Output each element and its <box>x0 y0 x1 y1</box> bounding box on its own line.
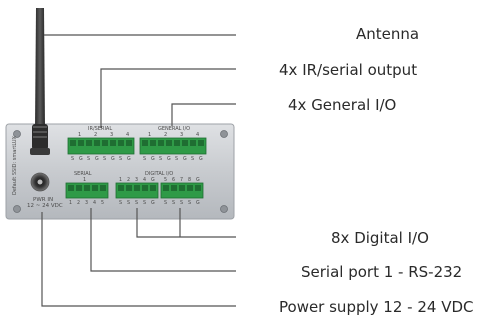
svg-text:S: S <box>119 156 122 162</box>
serial-pin-labels: 1 2 3 4 5 <box>69 200 104 206</box>
svg-text:G: G <box>127 156 131 162</box>
svg-text:S: S <box>135 200 138 206</box>
svg-text:S: S <box>188 200 191 206</box>
ir-serial-number: 1 <box>78 132 81 138</box>
general-io-number: 1 <box>148 132 151 138</box>
svg-text:G: G <box>196 177 200 183</box>
svg-text:2: 2 <box>127 177 130 183</box>
svg-text:G: G <box>183 156 187 162</box>
svg-text:S: S <box>71 156 74 162</box>
svg-text:1: 1 <box>119 177 122 183</box>
svg-text:G: G <box>196 200 200 206</box>
svg-text:S: S <box>175 156 178 162</box>
antenna-callout: Antenna <box>356 25 420 43</box>
svg-text:5: 5 <box>164 177 167 183</box>
svg-text:8: 8 <box>188 177 191 183</box>
ir-serial-header: IR/SERIAL <box>88 126 112 132</box>
serial-header: SERIAL <box>74 171 92 177</box>
svg-text:3: 3 <box>135 177 138 183</box>
ir-serial-leader-line <box>100 68 236 128</box>
svg-text:G: G <box>95 156 99 162</box>
ir-serial-number: 4 <box>126 132 129 138</box>
svg-text:S: S <box>143 200 146 206</box>
power-leader-line <box>41 212 236 307</box>
digital-io-leader-line-a <box>136 208 236 238</box>
general-io-number: 3 <box>180 132 183 138</box>
svg-text:S: S <box>87 156 90 162</box>
general-io-number: 2 <box>164 132 167 138</box>
general-io-pin-labels: S G S G S G S G <box>143 156 203 162</box>
svg-text:S: S <box>119 200 122 206</box>
ir-serial-number: 2 <box>94 132 97 138</box>
svg-text:S: S <box>143 156 146 162</box>
power-label: PWR IN <box>33 197 53 203</box>
svg-text:S: S <box>103 156 106 162</box>
general-io-callout: 4x General I/O <box>288 96 397 114</box>
svg-text:G: G <box>79 156 83 162</box>
ir-pin-labels: S G S G S G S G <box>71 156 131 162</box>
digital-io-terminal-block-a <box>115 182 159 199</box>
svg-text:S: S <box>172 200 175 206</box>
svg-text:G: G <box>167 156 171 162</box>
svg-text:G: G <box>151 200 155 206</box>
serial-terminal-block <box>65 182 109 199</box>
ssid-side-label: Default SSID: smartLUX <box>12 135 18 195</box>
svg-text:3: 3 <box>85 200 88 206</box>
svg-text:4: 4 <box>143 177 146 183</box>
svg-text:S: S <box>191 156 194 162</box>
svg-text:5: 5 <box>101 200 104 206</box>
general-io-terminal-block <box>139 137 207 155</box>
svg-text:S: S <box>180 200 183 206</box>
digital-io-header: DIGITAL I/O <box>145 171 173 177</box>
svg-text:7: 7 <box>180 177 183 183</box>
power-range-label: 12 ~ 24 VDC <box>27 203 63 209</box>
svg-text:S: S <box>159 156 162 162</box>
svg-text:2: 2 <box>77 200 80 206</box>
ir-serial-output-callout: 4x IR/serial output <box>279 61 418 79</box>
svg-text:G: G <box>151 177 155 183</box>
digital-io-numbers: 1 2 3 4 G 5 6 7 8 G <box>119 177 200 183</box>
power-supply-callout: Power supply 12 - 24 VDC <box>279 298 474 316</box>
svg-text:1: 1 <box>69 200 72 206</box>
svg-text:6: 6 <box>172 177 175 183</box>
digital-io-pin-labels: S S S S G S S S S G <box>119 200 200 206</box>
svg-text:G: G <box>199 156 203 162</box>
svg-text:S: S <box>164 200 167 206</box>
serial-port-callout: Serial port 1 - RS-232 <box>301 263 463 281</box>
serial-leader-line <box>90 208 236 272</box>
svg-text:4: 4 <box>93 200 96 206</box>
ir-serial-number: 3 <box>110 132 113 138</box>
screw-icon <box>13 130 228 213</box>
svg-text:G: G <box>111 156 115 162</box>
digital-io-callout: 8x Digital I/O <box>331 229 429 247</box>
digital-io-terminal-block-b <box>160 182 204 199</box>
serial-number: 1 <box>83 177 86 183</box>
power-jack <box>30 172 50 192</box>
antenna-icon <box>30 8 50 155</box>
general-io-header: GENERAL I/O <box>158 126 190 132</box>
svg-text:S: S <box>127 200 130 206</box>
general-io-number: 4 <box>196 132 199 138</box>
ir-serial-terminal-block <box>67 137 135 155</box>
svg-text:G: G <box>151 156 155 162</box>
general-io-leader-line <box>171 103 236 126</box>
